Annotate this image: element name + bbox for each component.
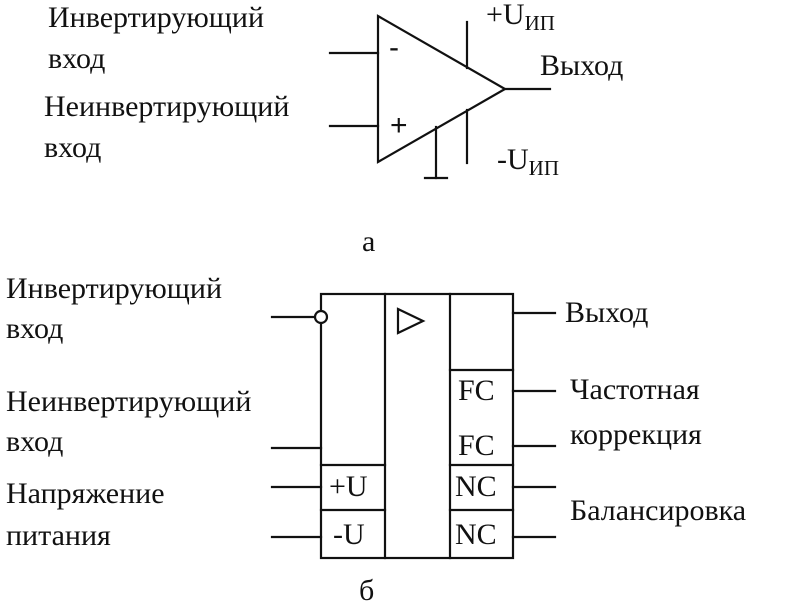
caption-b: б [359,574,375,607]
inversion-circle [313,309,329,325]
chip-body [319,292,515,560]
inverting-input-label-a-line1: Инвертирующий [48,1,265,34]
output-label-a: Выход [540,49,624,82]
plus-sign: + [390,109,408,142]
fc-pin-label-1: FC [458,374,495,407]
balance-label: Балансировка [570,494,747,527]
inverting-input-label-a-line2: вход [48,42,106,75]
nc-pin-label-1: NC [455,470,497,503]
supply-plus-label-a: +UИП [486,0,555,35]
supply-label-b-line2: питания [6,519,111,552]
plus-u-pin-label: +U [329,470,368,503]
supply-minus-label-a: -UИП [497,143,559,181]
caption-a: а [362,225,376,258]
fc-pin-label-2: FC [458,429,495,462]
minus-sign: - [389,31,399,64]
freq-correction-label-line2: коррекция [570,418,702,451]
output-label-b: Выход [565,296,649,329]
noninverting-input-label-b-line2: вход [6,425,64,458]
amplifier-triangle [376,14,508,164]
freq-correction-label-line1: Частотная [570,373,700,406]
amplifier-symbol-b [396,307,426,335]
inverting-input-label-b-line2: вход [6,312,64,345]
supply-label-b-line1: Напряжение [6,477,165,510]
minus-u-pin-label: -U [333,518,365,551]
inverting-input-label-b-line1: Инвертирующий [6,272,223,305]
noninverting-input-label-b-line1: Неинвертирующий [6,385,252,418]
noninverting-input-label-a-line2: вход [44,131,102,164]
nc-pin-label-2: NC [455,518,497,551]
noninverting-input-label-a-line1: Неинвертирующий [44,90,290,123]
